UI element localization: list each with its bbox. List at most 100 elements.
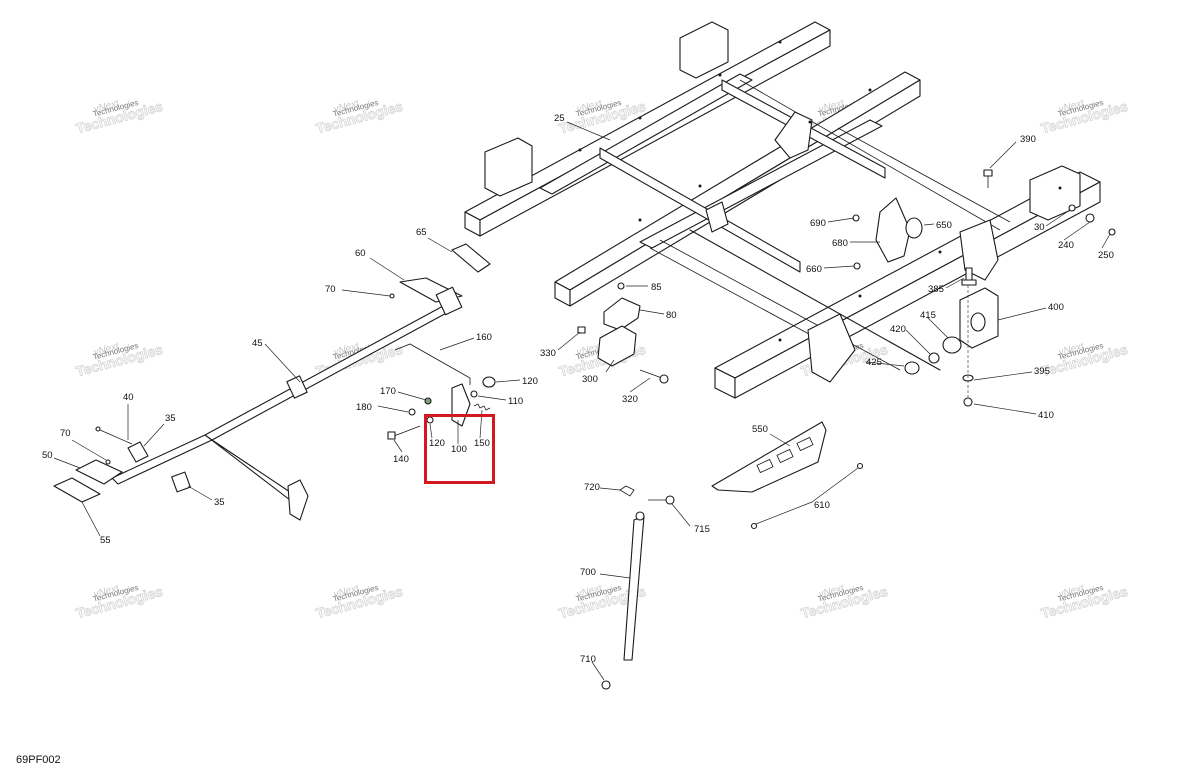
cargo-box-frame[interactable] xyxy=(464,21,1101,399)
clip-80[interactable] xyxy=(603,297,641,331)
screw-70b[interactable] xyxy=(105,459,111,465)
watermark: vNext Technologies Technologies xyxy=(1039,582,1130,621)
callout-420[interactable]: 420 xyxy=(890,324,906,335)
screw-85[interactable] xyxy=(617,282,625,290)
callout-680[interactable]: 680 xyxy=(832,238,848,249)
callout-700[interactable]: 700 xyxy=(580,567,596,578)
shield-550[interactable] xyxy=(711,421,827,493)
callout-120[interactable]: 120 xyxy=(429,438,445,449)
spacer-170[interactable] xyxy=(424,397,432,405)
handle-cover-55[interactable] xyxy=(53,477,101,503)
bolt-390[interactable] xyxy=(983,169,993,188)
watermark: vNext Technologies Technologies xyxy=(1039,97,1130,136)
nut-660[interactable] xyxy=(853,262,861,270)
clamp-35b[interactable] xyxy=(171,471,191,493)
lock-rod-160[interactable] xyxy=(394,343,471,385)
callout-70[interactable]: 70 xyxy=(60,428,71,439)
callout-610[interactable]: 610 xyxy=(814,500,830,511)
gas-strut-700[interactable] xyxy=(623,511,645,661)
callout-300[interactable]: 300 xyxy=(582,374,598,385)
diagram-code: 69PF002 xyxy=(16,754,61,766)
watermark: vNext Technologies Technologies xyxy=(1039,340,1130,379)
callout-55[interactable]: 55 xyxy=(100,535,111,546)
spring-110[interactable] xyxy=(470,390,478,398)
bolt-320[interactable] xyxy=(639,369,669,384)
callout-550[interactable]: 550 xyxy=(752,424,768,435)
callout-100[interactable]: 100 xyxy=(451,444,467,455)
callout-250[interactable]: 250 xyxy=(1098,250,1114,261)
callout-170[interactable]: 170 xyxy=(380,386,396,397)
bolt-70a[interactable] xyxy=(389,293,395,299)
callout-330[interactable]: 330 xyxy=(540,348,556,359)
latch-bracket-400[interactable] xyxy=(959,287,999,349)
tailgate-handle-rod-45[interactable] xyxy=(111,286,463,501)
callout-400[interactable]: 400 xyxy=(1048,302,1064,313)
callout-240[interactable]: 240 xyxy=(1058,240,1074,251)
callout-25[interactable]: 25 xyxy=(554,113,565,124)
callout-425[interactable]: 425 xyxy=(866,357,882,368)
knob-425[interactable] xyxy=(904,361,920,375)
callout-320[interactable]: 320 xyxy=(622,394,638,405)
callout-385[interactable]: 385 xyxy=(928,284,944,295)
spring-150[interactable] xyxy=(473,403,491,411)
callout-410[interactable]: 410 xyxy=(1038,410,1054,421)
callout-150[interactable]: 150 xyxy=(474,438,490,449)
handle-grip-50[interactable] xyxy=(75,459,123,485)
callout-120[interactable]: 120 xyxy=(522,376,538,387)
nut-710[interactable] xyxy=(601,680,611,690)
bushing-120a[interactable] xyxy=(482,376,496,388)
callout-110[interactable]: 110 xyxy=(508,396,523,407)
callout-650[interactable]: 650 xyxy=(936,220,952,231)
bolt-140[interactable] xyxy=(387,425,421,440)
callout-50[interactable]: 50 xyxy=(42,450,53,461)
callout-415[interactable]: 415 xyxy=(920,310,936,321)
screw-610b[interactable] xyxy=(750,522,758,530)
callout-60[interactable]: 60 xyxy=(355,248,366,259)
pin-385[interactable] xyxy=(961,267,977,286)
pin-715[interactable] xyxy=(648,495,675,505)
callout-720[interactable]: 720 xyxy=(584,482,600,493)
callout-395[interactable]: 395 xyxy=(1034,366,1050,377)
callout-40[interactable]: 40 xyxy=(123,392,134,403)
screw-610a[interactable] xyxy=(856,462,864,470)
clamp-35a[interactable] xyxy=(127,441,149,463)
callout-180[interactable]: 180 xyxy=(356,402,372,413)
nut-410[interactable] xyxy=(963,397,973,407)
callout-70[interactable]: 70 xyxy=(325,284,336,295)
callout-35[interactable]: 35 xyxy=(214,497,225,508)
highlight-box xyxy=(424,414,495,484)
callout-30[interactable]: 30 xyxy=(1034,222,1045,233)
bushing-120b[interactable] xyxy=(426,416,434,424)
callout-45[interactable]: 45 xyxy=(252,338,263,349)
callout-690[interactable]: 690 xyxy=(810,218,826,229)
callout-160[interactable]: 160 xyxy=(476,332,492,343)
clip-720[interactable] xyxy=(619,485,635,497)
callout-390[interactable]: 390 xyxy=(1020,134,1036,145)
callout-715[interactable]: 715 xyxy=(694,524,710,535)
callout-140[interactable]: 140 xyxy=(393,454,409,465)
callout-710[interactable]: 710 xyxy=(580,654,596,665)
washer-30[interactable] xyxy=(1068,204,1076,212)
striker-300[interactable] xyxy=(597,325,637,367)
screw-250[interactable] xyxy=(1108,228,1116,236)
latch-lever-100[interactable] xyxy=(451,383,471,427)
bolt-330[interactable] xyxy=(577,326,586,334)
bushing-415[interactable] xyxy=(942,336,962,354)
nut-180[interactable] xyxy=(408,408,416,416)
bumper-650[interactable] xyxy=(905,217,923,239)
callout-80[interactable]: 80 xyxy=(666,310,677,321)
callout-35[interactable]: 35 xyxy=(165,413,176,424)
latch-assembly[interactable] xyxy=(287,479,309,521)
plate-680[interactable] xyxy=(875,197,911,263)
callout-660[interactable]: 660 xyxy=(806,264,822,275)
watermark: vNext Technologies Technologies xyxy=(314,582,405,621)
callout-85[interactable]: 85 xyxy=(651,282,662,293)
callout-65[interactable]: 65 xyxy=(416,227,427,238)
watermark: vNext Technologies Technologies xyxy=(74,97,165,136)
grip-65[interactable] xyxy=(451,243,491,273)
washer-240[interactable] xyxy=(1085,213,1095,223)
bolt-40[interactable] xyxy=(95,426,133,445)
washer-420[interactable] xyxy=(928,352,940,364)
